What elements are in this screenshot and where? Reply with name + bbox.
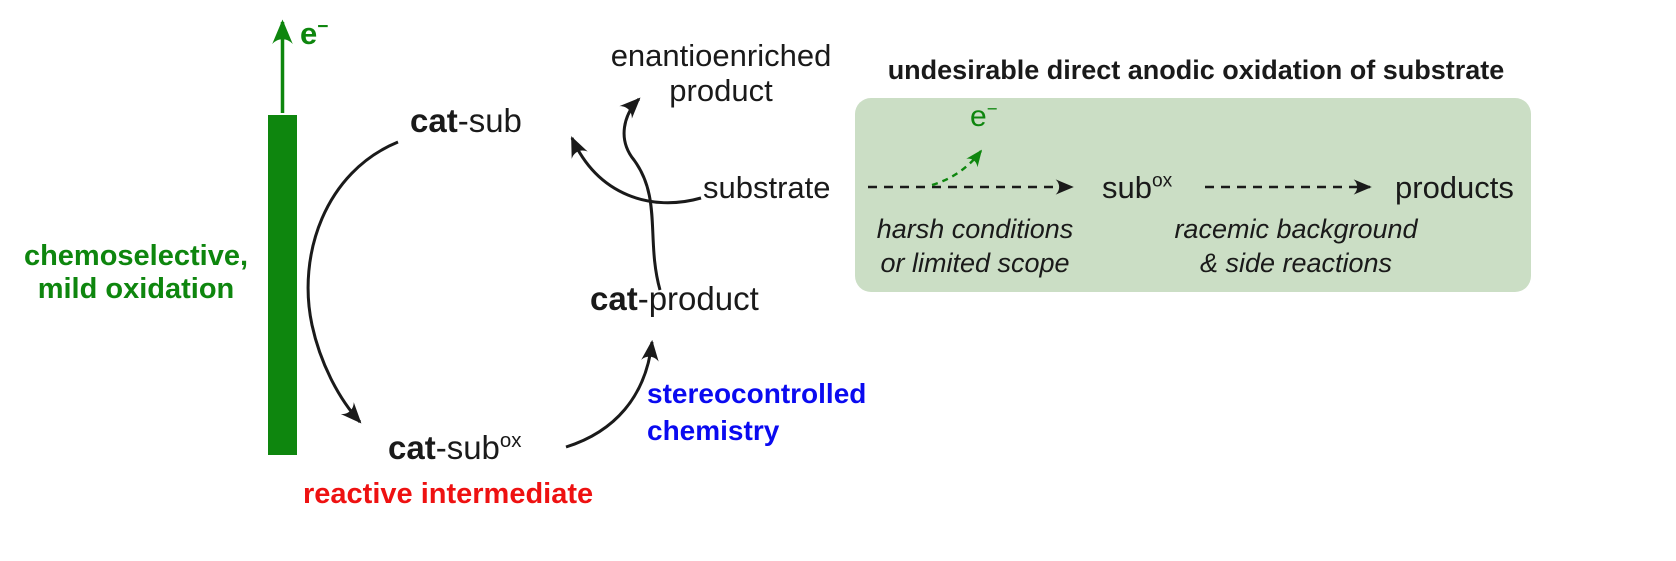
electron-symbol: e (300, 16, 318, 51)
cat-sub-rest: -sub (457, 102, 522, 139)
sub-ox-sup: ox (1151, 170, 1173, 192)
products-label: products (1395, 170, 1514, 205)
anodic-electron-arrow (931, 149, 983, 187)
substrate-binding-arrow (570, 136, 702, 205)
cat-sub-label: cat-sub (410, 102, 522, 140)
cat-product-cat: cat (590, 280, 638, 317)
harsh-conditions-note: harsh conditions or limited scope (855, 212, 1095, 280)
electrode-bar (268, 115, 297, 455)
stereo-line2: chemistry (647, 415, 780, 446)
electrode-caption: chemoselective, mild oxidation (10, 240, 262, 306)
cycle-arrow-stereo (565, 339, 659, 449)
panel-electron-label: e− (970, 98, 998, 135)
substrate-label: substrate (703, 170, 831, 205)
cat-sub-ox-cat: cat (388, 429, 436, 466)
cat-product-rest: -product (637, 280, 759, 317)
harsh-line2: or limited scope (880, 248, 1070, 278)
cycle-arrow-oxidation (306, 140, 399, 424)
panel-electron-charge: − (986, 98, 998, 119)
sub-ox-label: subox (1102, 170, 1172, 206)
reactive-intermediate-caption: reactive intermediate (303, 478, 594, 510)
electron-charge: − (317, 16, 329, 38)
harsh-line1: harsh conditions (876, 214, 1074, 244)
stereocontrolled-caption: stereocontrolled chemistry (647, 375, 866, 449)
panel-title: undesirable direct anodic oxidation of s… (887, 55, 1505, 85)
sub-ox-base: sub (1102, 170, 1152, 205)
cat-product-label: cat-product (590, 280, 759, 318)
electrode-caption-line1: chemoselective, (23, 240, 249, 272)
panel-electron-symbol: e (970, 100, 987, 133)
enantio-line1: enantioenriched (610, 38, 832, 73)
electrode-caption-line2: mild oxidation (37, 273, 235, 305)
cat-sub-ox-label: cat-subox (388, 429, 522, 467)
enantioenriched-product-label: enantioenriched product (593, 38, 849, 108)
cat-sub-ox-sup: ox (499, 429, 522, 452)
stereo-line1: stereocontrolled (647, 378, 867, 409)
racemic-line2: & side reactions (1199, 248, 1393, 278)
cat-sub-ox-rest: -sub (435, 429, 500, 466)
electrode-electron-label: e− (300, 16, 328, 52)
cat-sub-cat: cat (410, 102, 458, 139)
racemic-line1: racemic background (1174, 214, 1418, 244)
enantio-line2: product (669, 73, 773, 108)
racemic-background-note: racemic background & side reactions (1148, 212, 1444, 280)
product-release-arrow (619, 97, 662, 291)
